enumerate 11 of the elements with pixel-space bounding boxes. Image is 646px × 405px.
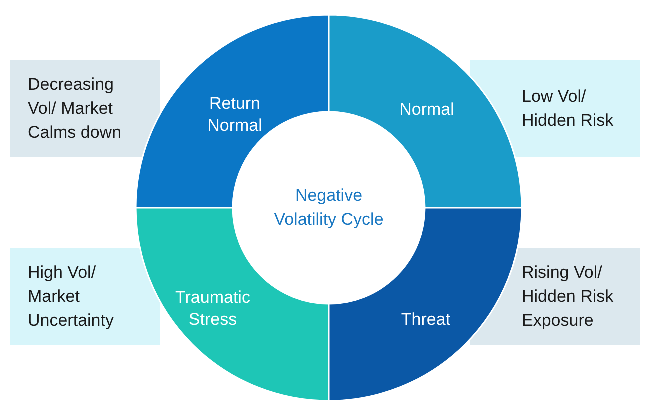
info-panel (10, 248, 160, 345)
center-text: Negative Volatility Cycle (274, 185, 384, 231)
panel-text: High Vol/ Market Uncertainty (28, 262, 115, 332)
segment-label: Return Normal (208, 94, 262, 135)
info-panel (10, 60, 160, 157)
panel-text: Decreasing Vol/ Market Calms down (28, 74, 123, 144)
panel-text: Rising Vol/ Hidden Risk Exposure (522, 262, 615, 332)
panel-text: Low Vol/ Hidden Risk (522, 86, 615, 132)
segment-label: Normal (400, 100, 454, 119)
segment-label: Threat (401, 310, 451, 329)
segment-label: Traumatic Stress (176, 288, 250, 329)
